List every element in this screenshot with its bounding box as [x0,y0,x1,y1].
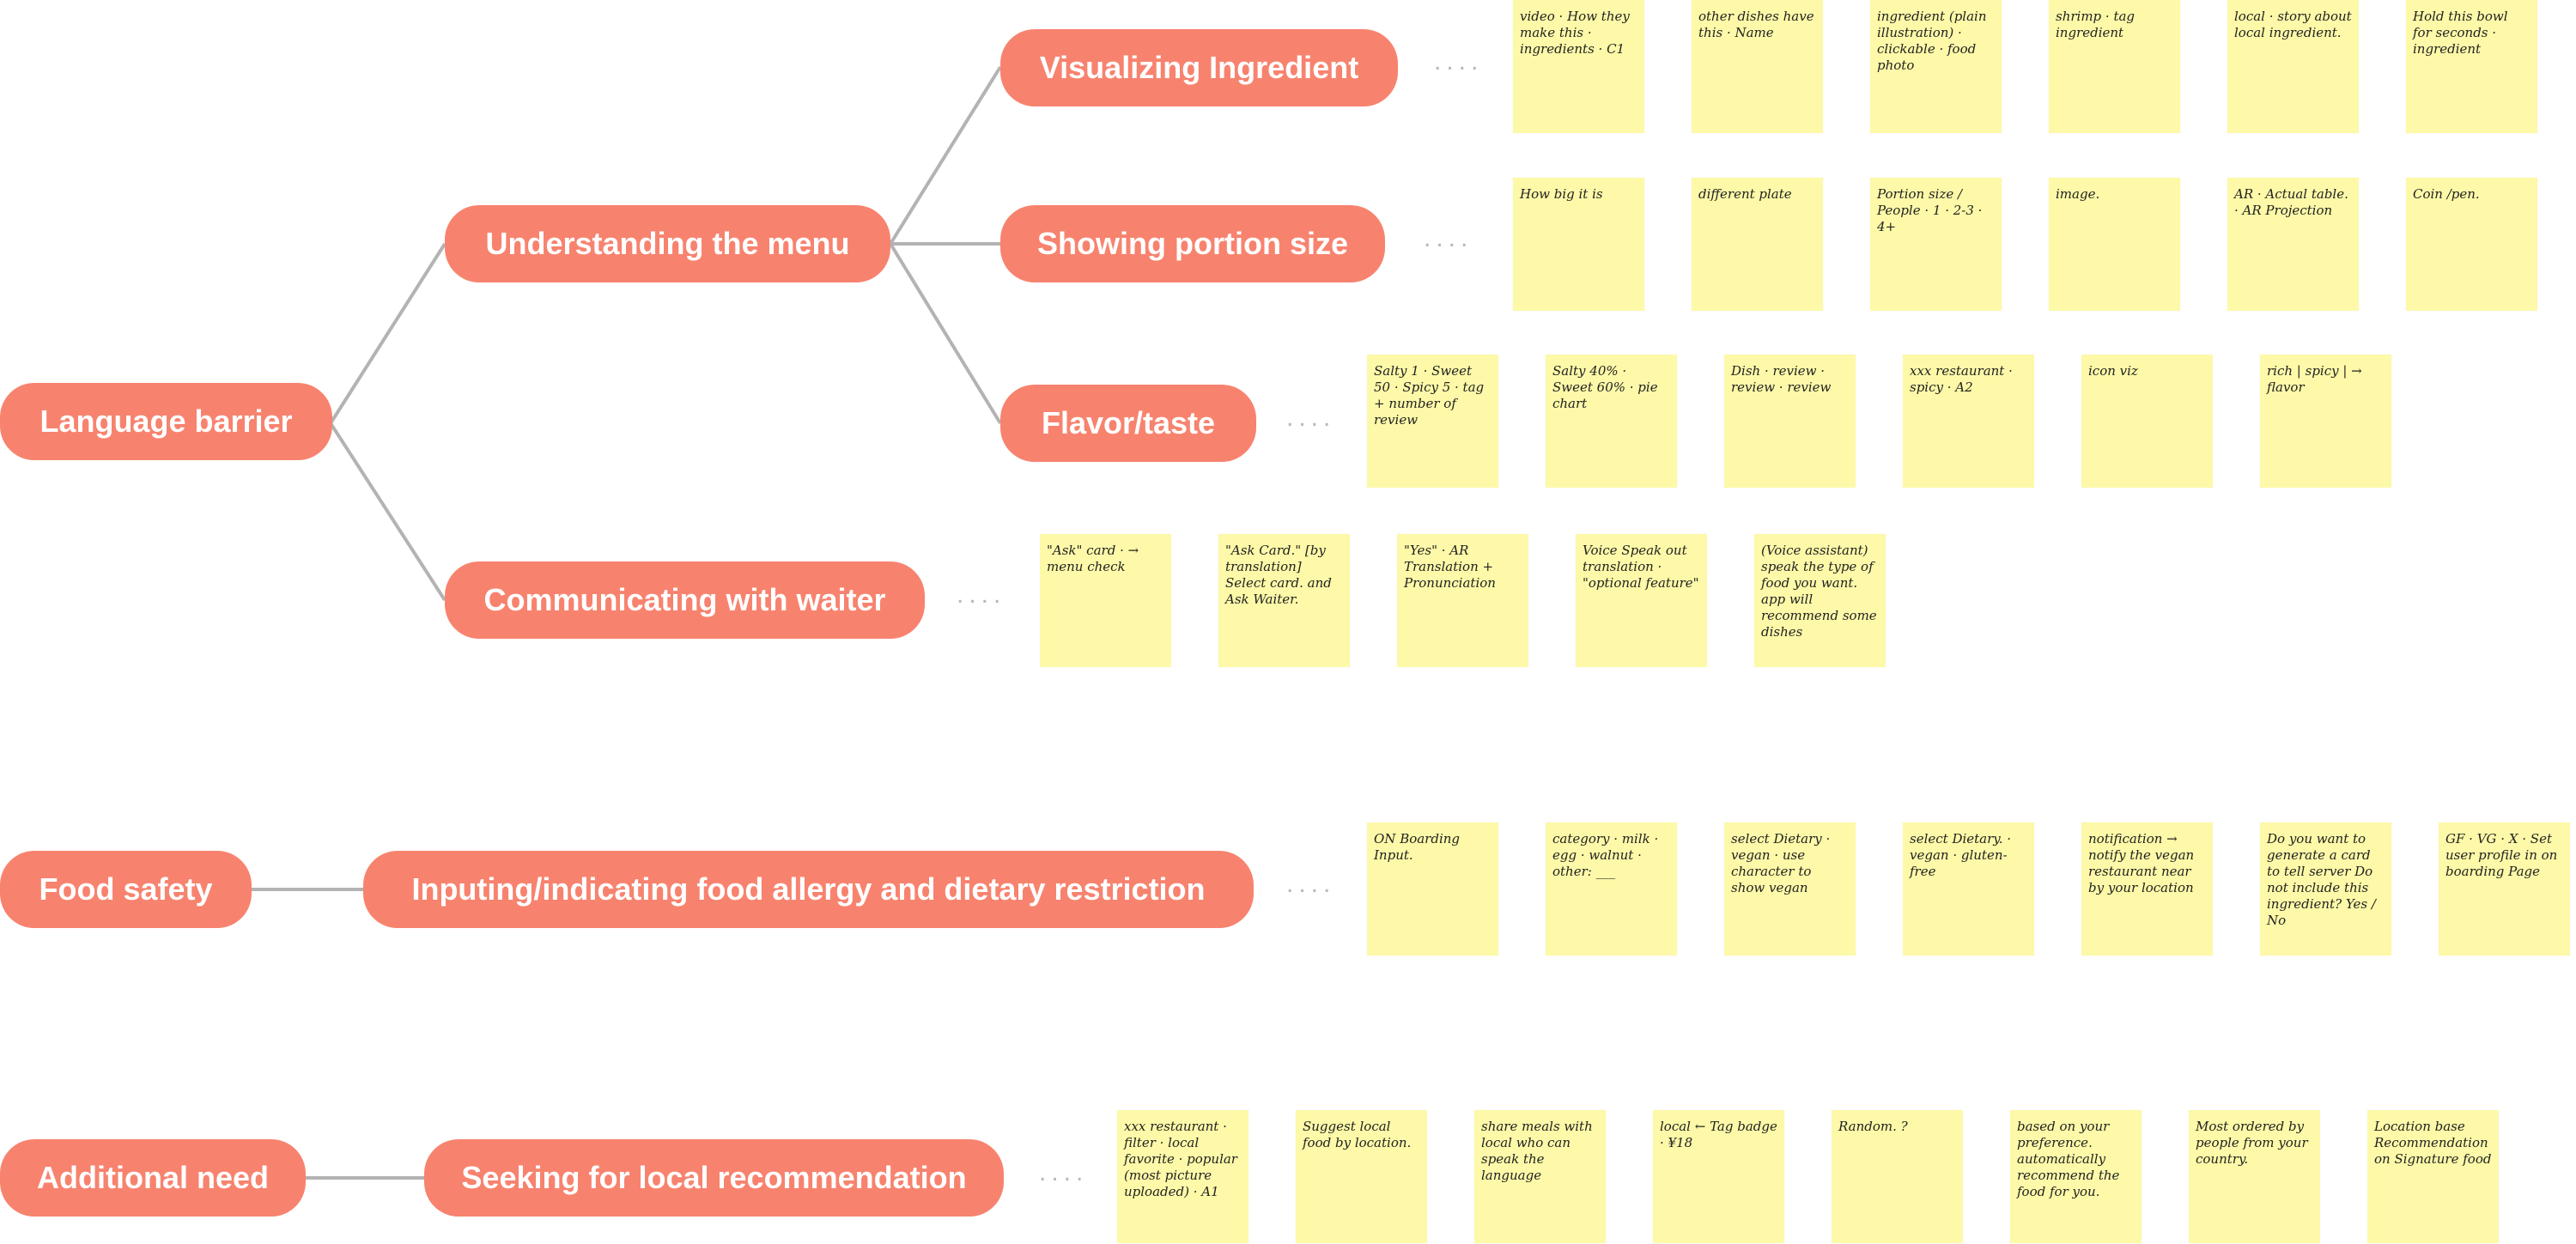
sticky-note: select Dietary. · vegan · gluten-free [1903,822,2034,956]
ellipsis-dots: .... [1286,870,1336,898]
sticky-note: Do you want to generate a card to tell s… [2260,822,2391,956]
sticky-note: based on your preference. automatically … [2010,1110,2142,1243]
node-language-barrier[interactable]: Language barrier [0,383,332,460]
sticky-note: xxx restaurant · filter · local favorite… [1117,1110,1249,1243]
ellipsis-dots: .... [957,580,1006,609]
sticky-note: rich | spicy | → flavor [2260,355,2391,488]
connector [889,65,1002,246]
sticky-note: video · How they make this · ingredients… [1513,0,1644,133]
node-food-safety[interactable]: Food safety [0,851,252,928]
sticky-note: select Dietary · vegan · use character t… [1724,822,1856,956]
notes-portion: How big it is different plate Portion size… [1513,178,2537,311]
ellipsis-dots: .... [1039,1158,1089,1186]
sticky-note: image. [2049,178,2180,311]
sticky-note: AR · Actual table. · AR Projection [2227,178,2359,311]
notes-flavor: Salty 1 · Sweet 50 · Spicy 5 · tag + num… [1367,355,2391,488]
node-additional-need[interactable]: Additional need [0,1139,306,1217]
sticky-note: ON Boarding Input. [1367,822,1498,956]
sticky-note: Dish · review · review · review [1724,355,1856,488]
notes-local: xxx restaurant · filter · local favorite… [1117,1110,2499,1243]
sticky-note: shrimp · tag ingredient [2049,0,2180,133]
sticky-note: How big it is [1513,178,1644,311]
connector [889,242,1002,425]
notes-visualizing: video · How they make this · ingredients… [1513,0,2537,133]
sticky-note: Portion size / People · 1 · 2-3 · 4+ [1870,178,2002,311]
notes-safety: ON Boarding Input. category · milk · egg … [1367,822,2570,956]
connector [329,422,447,602]
node-understanding-menu[interactable]: Understanding the menu [445,205,890,282]
sticky-note: Salty 1 · Sweet 50 · Spicy 5 · tag + num… [1367,355,1498,488]
sticky-note: icon viz [2081,355,2213,488]
sticky-note: Voice Speak out translation · "optional … [1576,534,1707,667]
sticky-note: Coin /pen. [2406,178,2537,311]
sticky-note: "Ask Card." [by translation] Select card… [1218,534,1350,667]
sticky-note: xxx restaurant · spicy · A2 [1903,355,2034,488]
node-flavor-taste[interactable]: Flavor/taste [1000,385,1256,462]
sticky-note: "Yes" · AR Translation + Pronunciation [1397,534,1528,667]
ellipsis-dots: .... [1286,404,1336,432]
sticky-note: ingredient (plain illustration) · clicka… [1870,0,2002,133]
node-allergy-dietary[interactable]: Inputing/indicating food allergy and die… [363,851,1254,928]
node-communicating-waiter[interactable]: Communicating with waiter [445,561,925,639]
sticky-note: different plate [1692,178,1823,311]
sticky-note: notification → notify the vegan restaura… [2081,822,2213,956]
node-local-recommendation[interactable]: Seeking for local recommendation [424,1139,1004,1217]
sticky-note: (Voice assistant) speak the type of food… [1754,534,1886,667]
sticky-note: category · milk · egg · walnut · other: … [1546,822,1677,956]
sticky-note: local · story about local ingredient. [2227,0,2359,133]
sticky-note: Random. ? [1832,1110,1963,1243]
ellipsis-dots: .... [1434,47,1484,76]
sticky-note: other dishes have this · Name [1692,0,1823,133]
sticky-note: "Ask" card · → menu check [1040,534,1171,667]
sticky-note: GF · VG · X · Set user profile in on boa… [2439,822,2570,956]
ellipsis-dots: .... [1424,224,1473,252]
connector [329,242,447,425]
sticky-note: share meals with local who can speak the… [1474,1110,1606,1243]
node-visualizing-ingredient[interactable]: Visualizing Ingredient [1000,29,1398,106]
node-showing-portion-size[interactable]: Showing portion size [1000,205,1385,282]
sticky-note: Suggest local food by location. [1296,1110,1427,1243]
sticky-note: Salty 40% · Sweet 60% · pie chart [1546,355,1677,488]
notes-waiter: "Ask" card · → menu check "Ask Card." [by… [1040,534,1886,667]
sticky-note: Hold this bowl for seconds · ingredient [2406,0,2537,133]
sticky-note: local ← Tag badge · ¥18 [1653,1110,1784,1243]
sticky-note: Location base Recommendation on Signatur… [2367,1110,2499,1243]
sticky-note: Most ordered by people from your country… [2189,1110,2320,1243]
